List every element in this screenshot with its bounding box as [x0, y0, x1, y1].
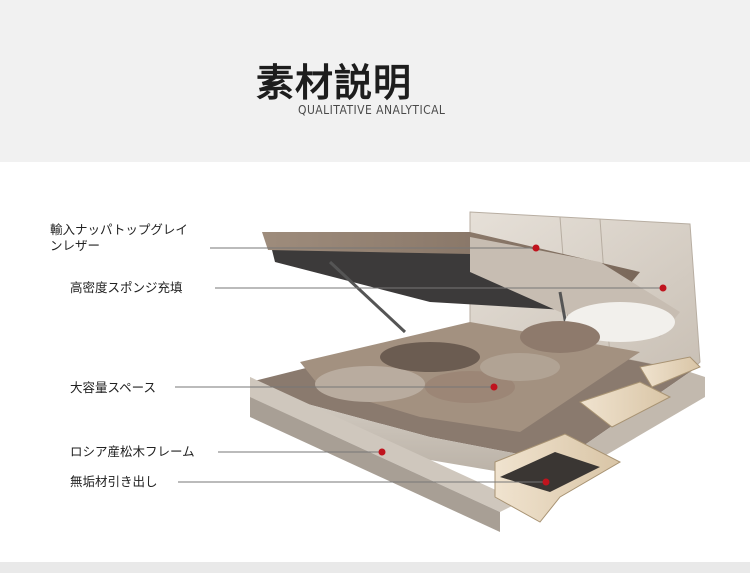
callout-lines	[175, 247, 663, 483]
marker-storage	[490, 383, 498, 391]
marker-sponge	[659, 284, 667, 292]
callout-leather: 輸入ナッパトップグレイ ンレザー	[50, 222, 188, 254]
callout-leather-line1: 輸入ナッパトップグレイ	[50, 222, 188, 237]
marker-frame	[378, 448, 386, 456]
callout-markers	[378, 244, 667, 486]
marker-leather	[532, 244, 540, 252]
footer-band	[0, 562, 750, 573]
callout-leather-line2: ンレザー	[50, 238, 101, 253]
callout-frame: ロシア産松木フレーム	[70, 444, 195, 459]
callout-storage: 大容量スペース	[70, 380, 157, 395]
header-band	[0, 0, 750, 162]
callout-drawer: 無垢材引き出し	[70, 474, 158, 489]
pillows	[520, 302, 675, 353]
marker-drawer	[542, 478, 550, 486]
callout-sponge: 高密度スポンジ充填	[70, 280, 183, 295]
section-title: 素材説明	[256, 61, 413, 105]
section-subtitle: QUALITATIVE ANALYTICAL	[298, 103, 446, 117]
bed-product-photo	[175, 211, 705, 532]
